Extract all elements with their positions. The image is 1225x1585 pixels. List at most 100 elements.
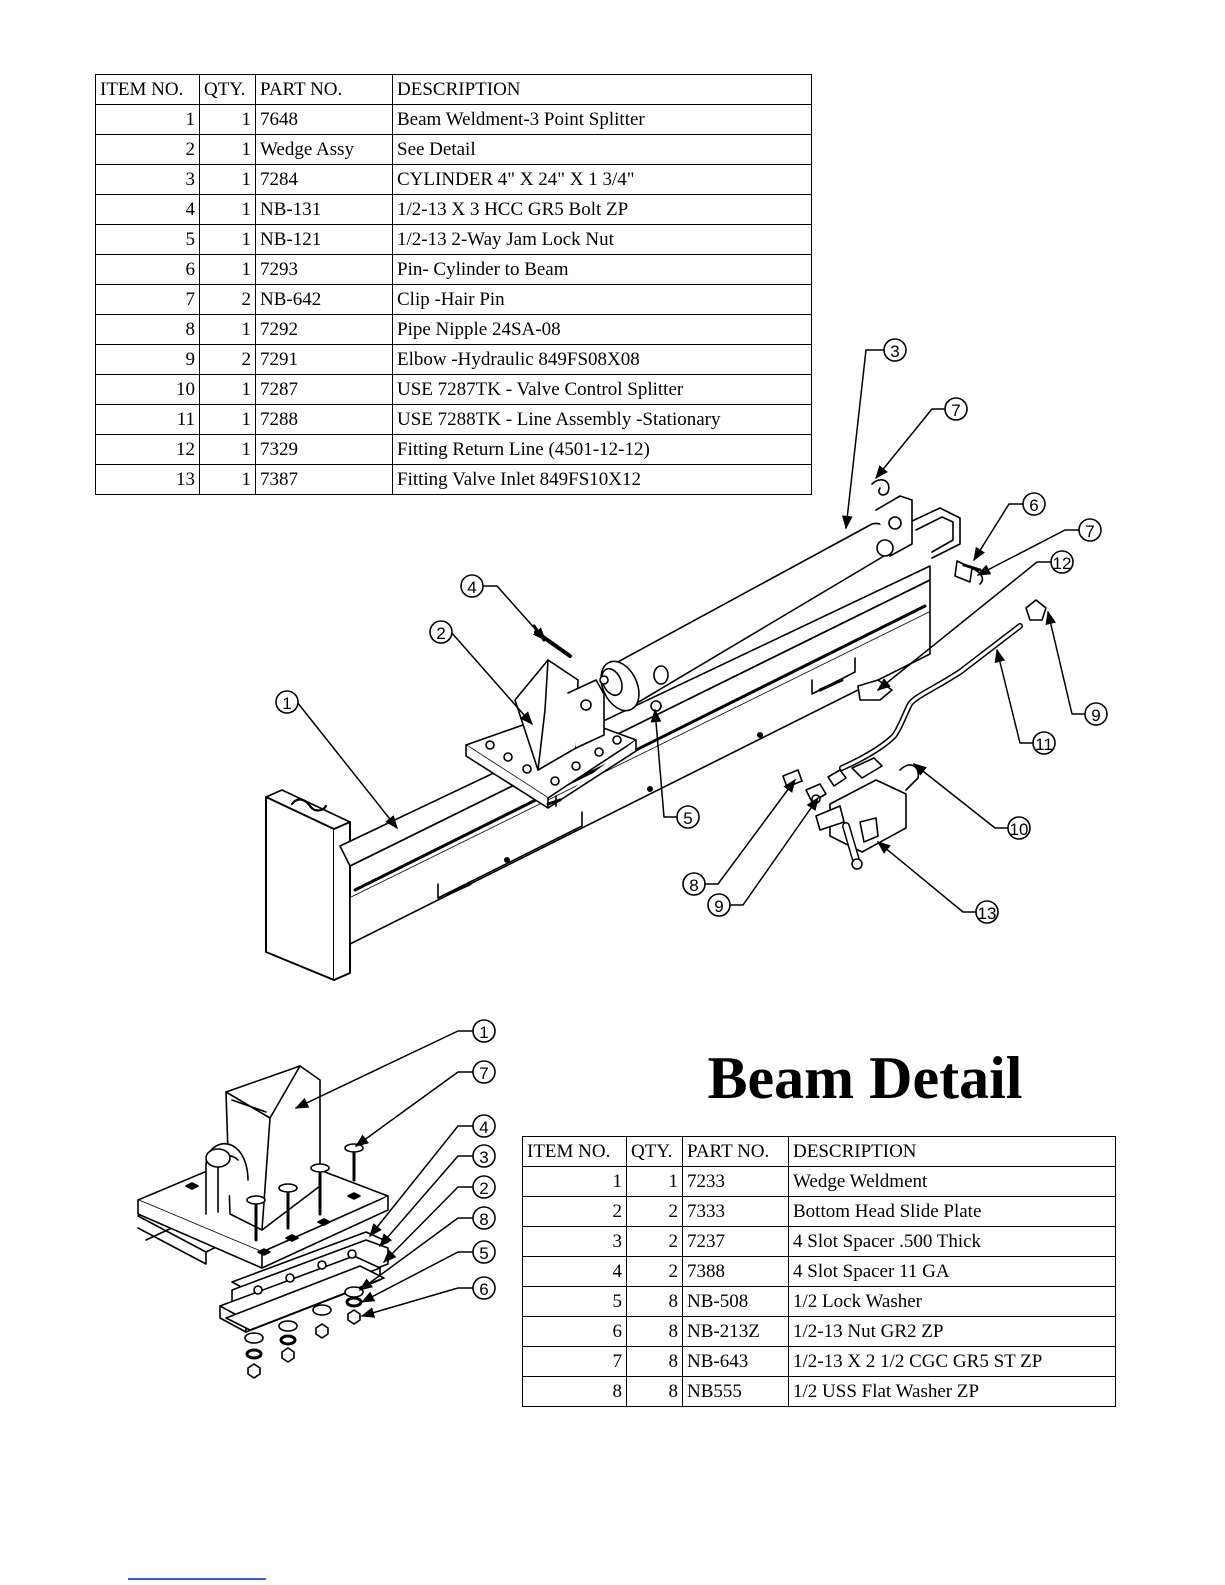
cell-qty: 1 <box>199 104 256 135</box>
cell-part-no: Wedge Assy <box>255 134 393 165</box>
header-item-no: ITEM NO. <box>95 74 200 105</box>
callout-bubble-3: 3 <box>883 338 907 362</box>
cell-description: 1/2-13 2-Way Jam Lock Nut <box>392 224 812 255</box>
callout-number: 6 <box>1029 496 1038 515</box>
cell-part-no: 7388 <box>682 1256 789 1287</box>
cell-item-no: 2 <box>522 1196 627 1227</box>
cell-description: Fitting Return Line (4501-12-12) <box>392 434 812 465</box>
callout-bubble-11: 11 <box>1032 731 1056 755</box>
detail-callout-5: 5 <box>472 1240 496 1264</box>
cell-qty: 8 <box>626 1346 683 1377</box>
detail-callouts: 1 7 4 3 2 8 5 6 <box>472 1019 496 1300</box>
cell-description: Bottom Head Slide Plate <box>788 1196 1116 1227</box>
cell-part-no: NB-213Z <box>682 1316 789 1347</box>
main-callouts: 1 2 3 4 5 6 7 7 8 9 9 10 11 12 13 <box>275 338 1108 924</box>
table-header-row: ITEM NO. QTY. PART NO. DESCRIPTION <box>95 74 812 105</box>
wedge-detail-drawing <box>137 1065 389 1379</box>
cell-item-no: 4 <box>522 1256 627 1287</box>
callout-bubble-13: 13 <box>975 900 999 924</box>
cell-qty: 1 <box>199 254 256 285</box>
callout-number: 11 <box>1035 735 1053 754</box>
callout-number: 7 <box>951 401 960 420</box>
callout-bubble-7b: 7 <box>1078 518 1102 542</box>
callout-number: 3 <box>479 1148 488 1167</box>
callout-number: 1 <box>479 1023 488 1042</box>
detail-header-part-no: PART NO. <box>682 1136 789 1167</box>
wedge-assembly <box>465 659 637 809</box>
beam-weldment <box>265 507 961 981</box>
cell-item-no: 3 <box>522 1226 627 1257</box>
detail-callout-leaders <box>294 1030 473 1318</box>
detail-callout-1: 1 <box>472 1019 496 1043</box>
header-description: DESCRIPTION <box>392 74 812 105</box>
cell-item-no: 5 <box>522 1286 627 1317</box>
detail-header-item-no: ITEM NO. <box>522 1136 627 1167</box>
cell-part-no: 7387 <box>255 464 393 495</box>
cell-part-no: 7237 <box>682 1226 789 1257</box>
callout-bubble-4: 4 <box>460 574 484 598</box>
cell-qty: 1 <box>199 314 256 345</box>
cell-part-no: NB-508 <box>682 1286 789 1317</box>
callout-bubble-1: 1 <box>275 690 299 714</box>
cell-item-no: 8 <box>522 1376 627 1407</box>
footer-link-underline[interactable] <box>128 1578 266 1580</box>
callout-number: 12 <box>1053 554 1072 573</box>
cell-description: 1/2 Lock Washer <box>788 1286 1116 1317</box>
cell-item-no: 6 <box>522 1316 627 1347</box>
cell-description: See Detail <box>392 134 812 165</box>
cell-item-no: 2 <box>95 134 200 165</box>
callout-bubble-9b: 9 <box>1084 702 1108 726</box>
callout-bubble-6: 6 <box>1022 492 1046 516</box>
callout-number: 4 <box>467 578 476 597</box>
header-qty: QTY. <box>199 74 256 105</box>
cell-item-no: 7 <box>522 1346 627 1377</box>
cell-item-no: 1 <box>522 1166 627 1197</box>
cell-description: Pin- Cylinder to Beam <box>392 254 812 285</box>
main-callout-leaders <box>296 349 1085 913</box>
cell-part-no: 7287 <box>255 374 393 405</box>
cell-qty: 2 <box>199 284 256 315</box>
cell-item-no: 13 <box>95 464 200 495</box>
cell-part-no: NB555 <box>682 1376 789 1407</box>
cell-description: Beam Weldment-3 Point Splitter <box>392 104 812 135</box>
detail-callout-7: 7 <box>472 1060 496 1084</box>
cell-description: 1/2-13 Nut GR2 ZP <box>788 1316 1116 1347</box>
cell-item-no: 3 <box>95 164 200 195</box>
detail-callout-4: 4 <box>472 1114 496 1138</box>
cell-part-no: 7333 <box>682 1196 789 1227</box>
cell-description: 4 Slot Spacer .500 Thick <box>788 1226 1116 1257</box>
cell-part-no: 7233 <box>682 1166 789 1197</box>
callout-number: 5 <box>683 809 692 828</box>
cell-qty: 2 <box>626 1226 683 1257</box>
cell-qty: 2 <box>199 344 256 375</box>
callout-number: 8 <box>479 1210 488 1229</box>
cell-qty: 1 <box>199 464 256 495</box>
cell-qty: 1 <box>199 404 256 435</box>
cell-qty: 1 <box>626 1166 683 1197</box>
callout-bubble-9a: 9 <box>707 893 731 917</box>
cell-part-no: 7292 <box>255 314 393 345</box>
callout-number: 6 <box>479 1280 488 1299</box>
cell-description: 1/2-13 X 2 1/2 CGC GR5 ST ZP <box>788 1346 1116 1377</box>
callout-number: 1 <box>282 694 291 713</box>
callout-number: 9 <box>1091 706 1100 725</box>
detail-callout-2: 2 <box>472 1175 496 1199</box>
cell-qty: 2 <box>626 1256 683 1287</box>
detail-table-header-row: ITEM NO. QTY. PART NO. DESCRIPTION <box>522 1136 1116 1167</box>
callout-bubble-8: 8 <box>682 872 706 896</box>
cell-description: 4 Slot Spacer 11 GA <box>788 1256 1116 1287</box>
cell-description: 1/2 USS Flat Washer ZP <box>788 1376 1116 1407</box>
callout-bubble-2: 2 <box>429 620 453 644</box>
